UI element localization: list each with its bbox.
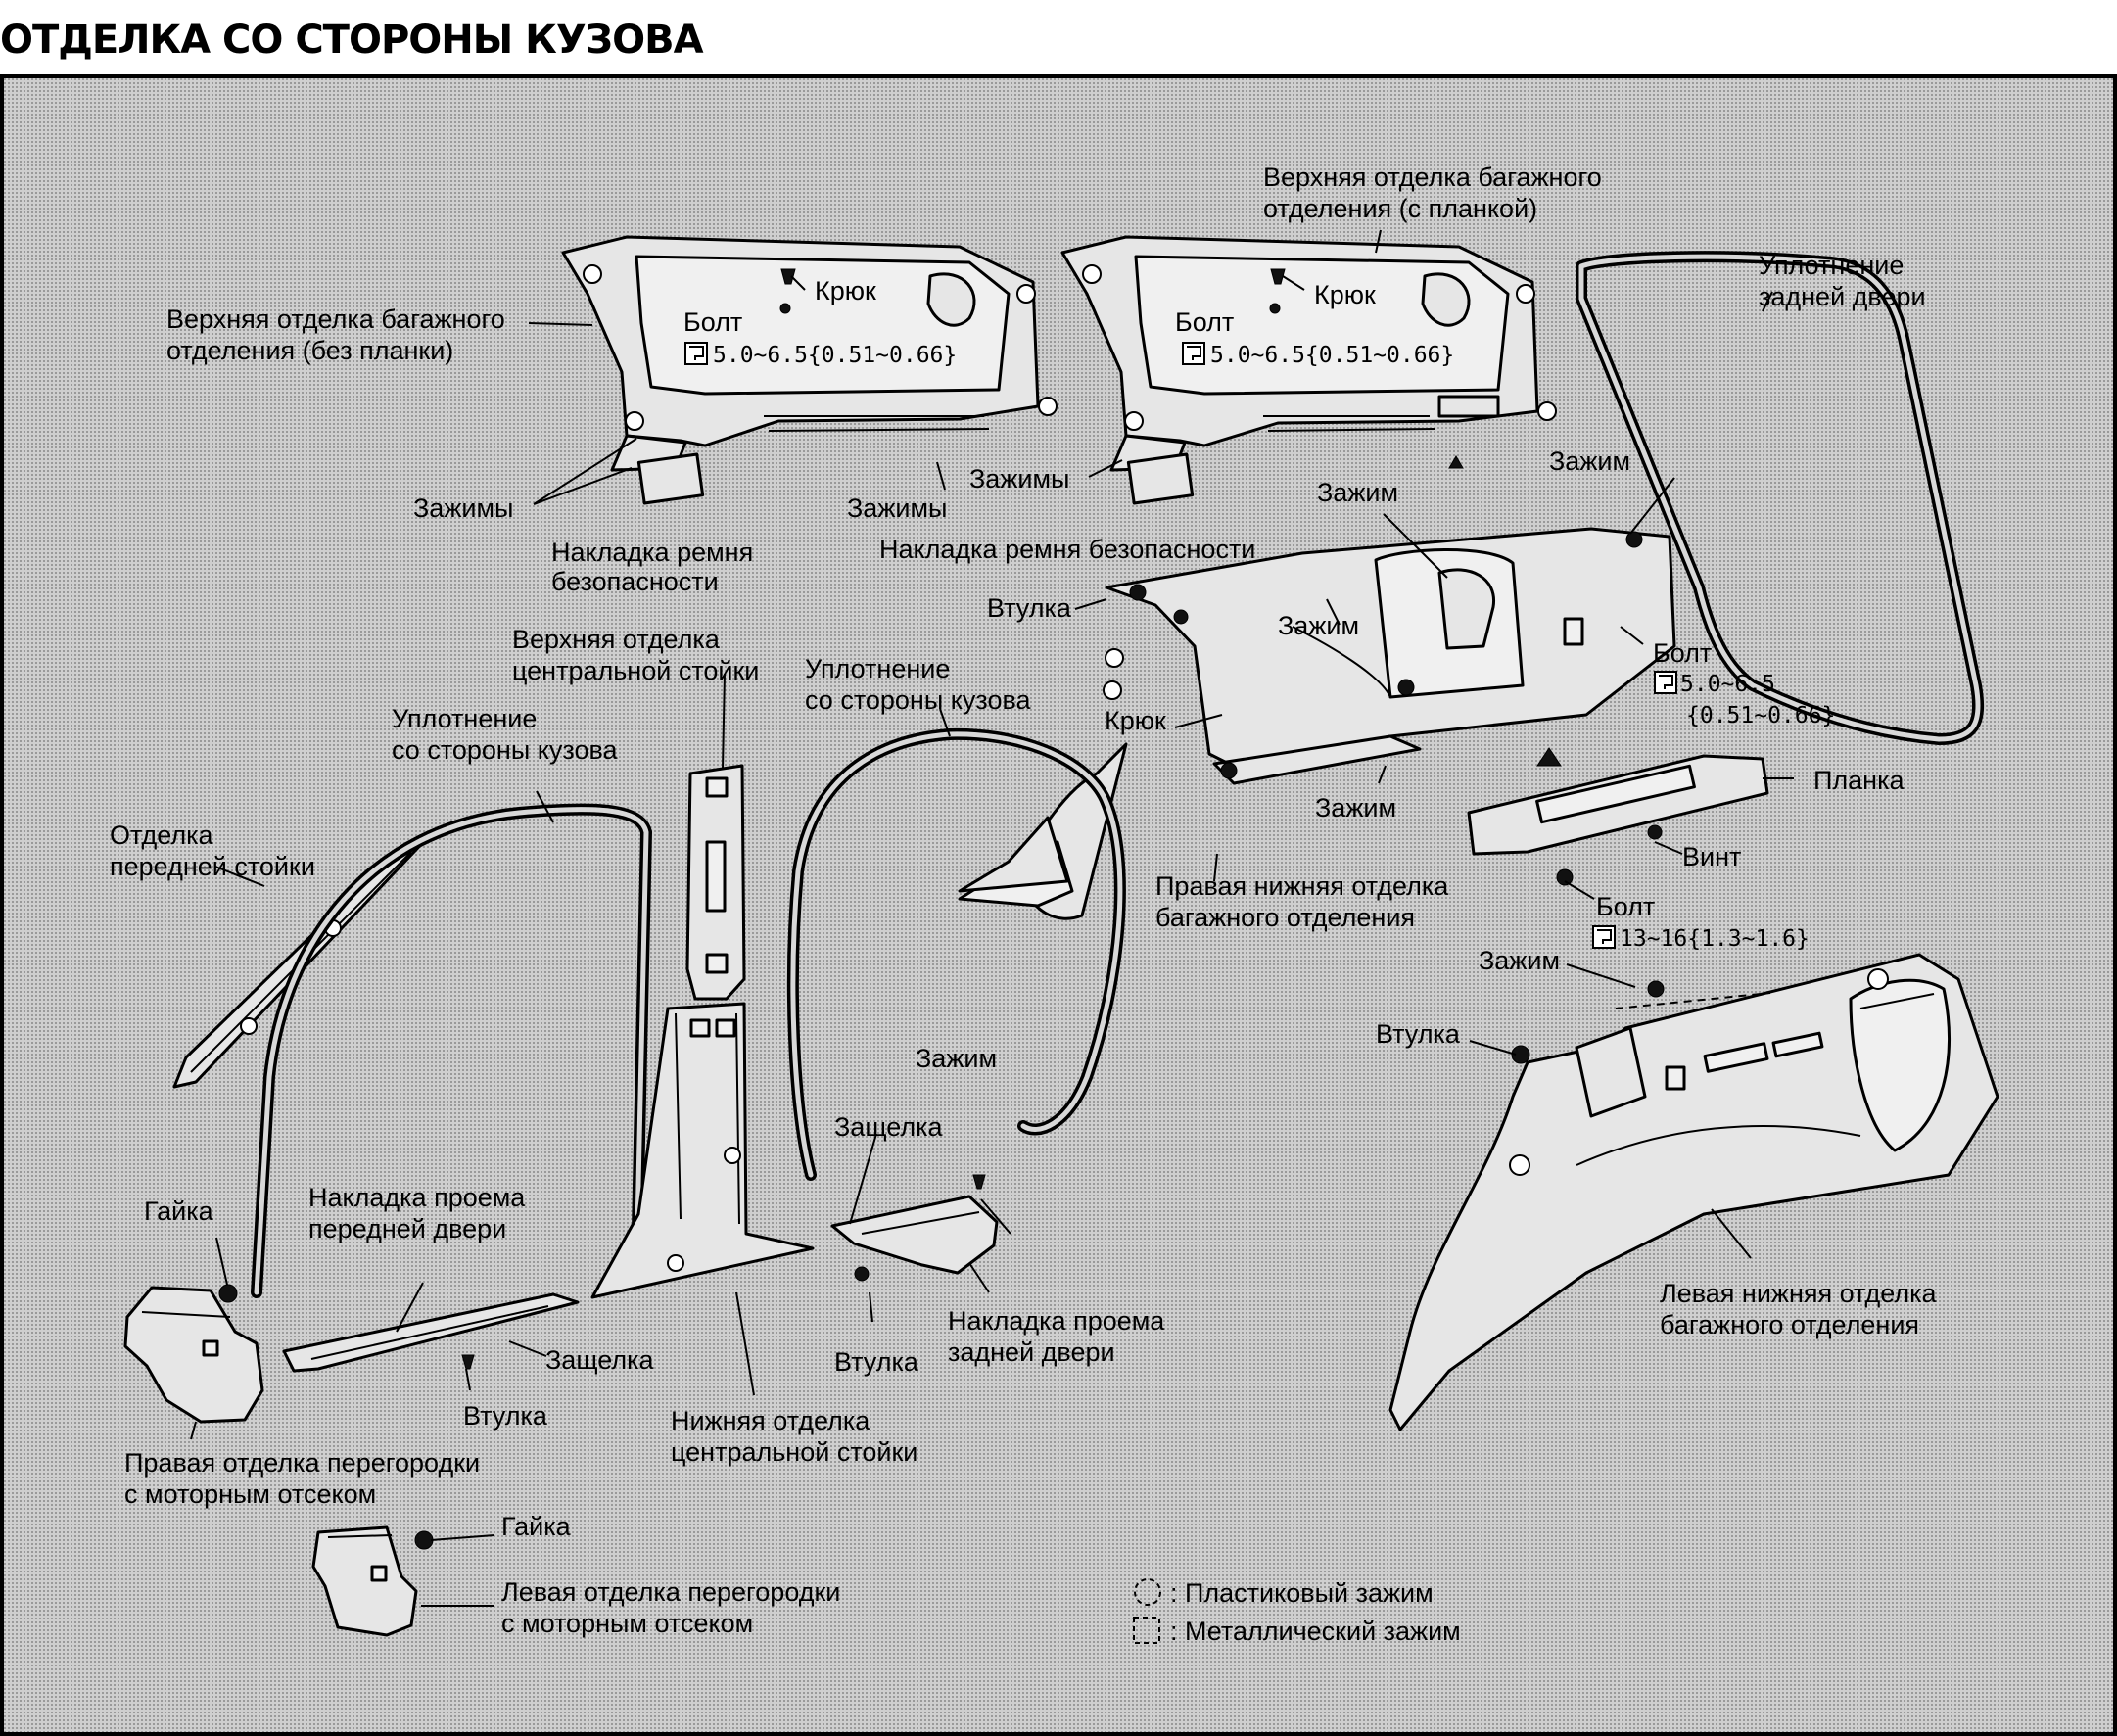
- label-clip: Зажим: [1317, 478, 1398, 507]
- label-right-partition-trim: Правая отделка перегородки: [124, 1448, 480, 1478]
- label-latch: Защелка: [545, 1345, 655, 1375]
- label-clips: Зажимы: [847, 493, 947, 523]
- label-latch: Защелка: [834, 1112, 944, 1142]
- label-center-pillar-lower: центральной стойки: [671, 1437, 917, 1467]
- label-body-side-seal: со стороны кузова: [805, 685, 1031, 715]
- torque-spec: 5.0~6.5: [1680, 672, 1775, 697]
- left-lower-luggage-trim: [1388, 953, 1999, 1431]
- label-bolt: Болт: [683, 307, 742, 337]
- label-bushing: Втулка: [1376, 1019, 1461, 1049]
- label-bushing: Втулка: [463, 1401, 548, 1431]
- left-partition-trim: [311, 1525, 434, 1637]
- torque-spec: 5.0~6.5{0.51~0.66}: [713, 343, 957, 368]
- torque-spec: 5.0~6.5{0.51~0.66}: [1210, 343, 1454, 368]
- label-plank: Планка: [1813, 766, 1905, 795]
- label-rear-door-sill: задней двери: [948, 1337, 1115, 1367]
- label-bushing: Втулка: [987, 593, 1072, 623]
- label-right-lower-trim: Правая нижняя отделка: [1155, 871, 1449, 901]
- label-front-door-sill: Накладка проема: [308, 1183, 526, 1212]
- torque-badge-right: [1182, 342, 1205, 365]
- label-left-lower-trim: Левая нижняя отделка: [1660, 1279, 1938, 1308]
- leader-lines: [190, 229, 1794, 1607]
- metal-clip-legend-icon: [1133, 1617, 1160, 1644]
- label-clip: Зажим: [1315, 793, 1396, 822]
- torque-spec: 13~16{1.3~1.6}: [1620, 926, 1810, 952]
- center-pillar-lower-trim: [590, 1002, 815, 1299]
- label-body-side-seal: со стороны кузова: [392, 735, 618, 765]
- label-body-side-seal: Уплотнение: [805, 654, 950, 683]
- label-tailgate-seal: задней двери: [1759, 282, 1926, 311]
- label-belt-cover: Накладка ремня безопасности: [879, 535, 1255, 564]
- torque-spec: {0.51~0.66}: [1686, 703, 1835, 728]
- label-clip: Зажим: [1479, 946, 1560, 975]
- label-hook: Крюк: [815, 276, 876, 305]
- front-door-sill: [282, 1292, 580, 1373]
- label-front-pillar: передней стойки: [110, 852, 315, 881]
- label-belt-cover: Накладка ремня: [551, 538, 753, 567]
- page-title: ОТДЕЛКА СО СТОРОНЫ КУЗОВА: [0, 18, 704, 63]
- label-bolt: Болт: [1653, 638, 1712, 668]
- label-clips: Зажимы: [413, 493, 513, 523]
- diagram-frame: Верхняя отделка багажного отделения (с п…: [0, 74, 2117, 1736]
- torque-badge-plank: [1592, 925, 1616, 949]
- label-left-partition-trim: Левая отделка перегородки: [501, 1577, 840, 1607]
- label-front-pillar: Отделка: [110, 821, 214, 850]
- label-bolt: Болт: [1596, 892, 1655, 921]
- label-left-partition-trim: с моторным отсеком: [501, 1609, 753, 1638]
- label-upper-trim-without-plank: отделения (без планки): [166, 336, 453, 365]
- label-hook: Крюк: [1314, 280, 1376, 309]
- label-center-pillar-upper: центральной стойки: [512, 656, 759, 685]
- label-belt-cover: безопасности: [551, 567, 719, 596]
- right-partition-trim: [123, 1284, 264, 1424]
- legend-metal-clip: : Металлический зажим: [1170, 1617, 1461, 1646]
- label-left-lower-trim: багажного отделения: [1660, 1310, 1919, 1339]
- plastic-clip-legend-icon: [1134, 1578, 1161, 1606]
- label-hook: Крюк: [1105, 706, 1166, 735]
- label-right-partition-trim: с моторным отсеком: [124, 1479, 376, 1509]
- label-rear-door-sill: Накладка проема: [948, 1306, 1165, 1336]
- label-body-side-seal: Уплотнение: [392, 704, 537, 733]
- label-tailgate-seal: Уплотнение: [1759, 251, 1904, 280]
- label-center-pillar-upper: Верхняя отделка: [512, 625, 721, 654]
- upper-trim-without-plank: [561, 235, 1058, 505]
- label-upper-trim-with-plank: Верхняя отделка багажного: [1263, 163, 1602, 192]
- plank: [1467, 747, 1769, 886]
- label-right-lower-trim: багажного отделения: [1155, 903, 1415, 932]
- torque-badge-left: [684, 342, 708, 365]
- center-pillar-upper-trim: [685, 764, 746, 1001]
- rear-door-sill: [830, 1174, 999, 1282]
- torque-badge-side: [1654, 671, 1677, 694]
- label-bushing: Втулка: [834, 1347, 919, 1377]
- label-center-pillar-lower: Нижняя отделка: [671, 1406, 870, 1435]
- body-side-seal-front: [251, 803, 652, 1298]
- label-clips: Зажимы: [969, 464, 1069, 493]
- legend-plastic-clip: : Пластиковый зажим: [1170, 1578, 1434, 1608]
- upper-trim-with-plank: [1060, 235, 1557, 505]
- body-side-seal-rear: [786, 727, 1126, 1181]
- label-upper-trim-without-plank: Верхняя отделка багажного: [166, 305, 505, 334]
- label-clip: Зажим: [1549, 446, 1630, 476]
- label-nut: Гайка: [501, 1512, 572, 1541]
- label-screw: Винт: [1682, 842, 1741, 871]
- label-nut: Гайка: [144, 1196, 214, 1226]
- label-upper-trim-with-plank: отделения (с планкой): [1263, 194, 1537, 223]
- legend: : Пластиковый зажим : Металлический зажи…: [1133, 1578, 1461, 1646]
- label-front-door-sill: передней двери: [308, 1214, 506, 1243]
- label-bolt: Болт: [1175, 307, 1234, 337]
- label-clip: Зажим: [916, 1044, 997, 1073]
- tailgate-seal: [1576, 251, 1985, 745]
- label-clip: Зажим: [1278, 611, 1359, 640]
